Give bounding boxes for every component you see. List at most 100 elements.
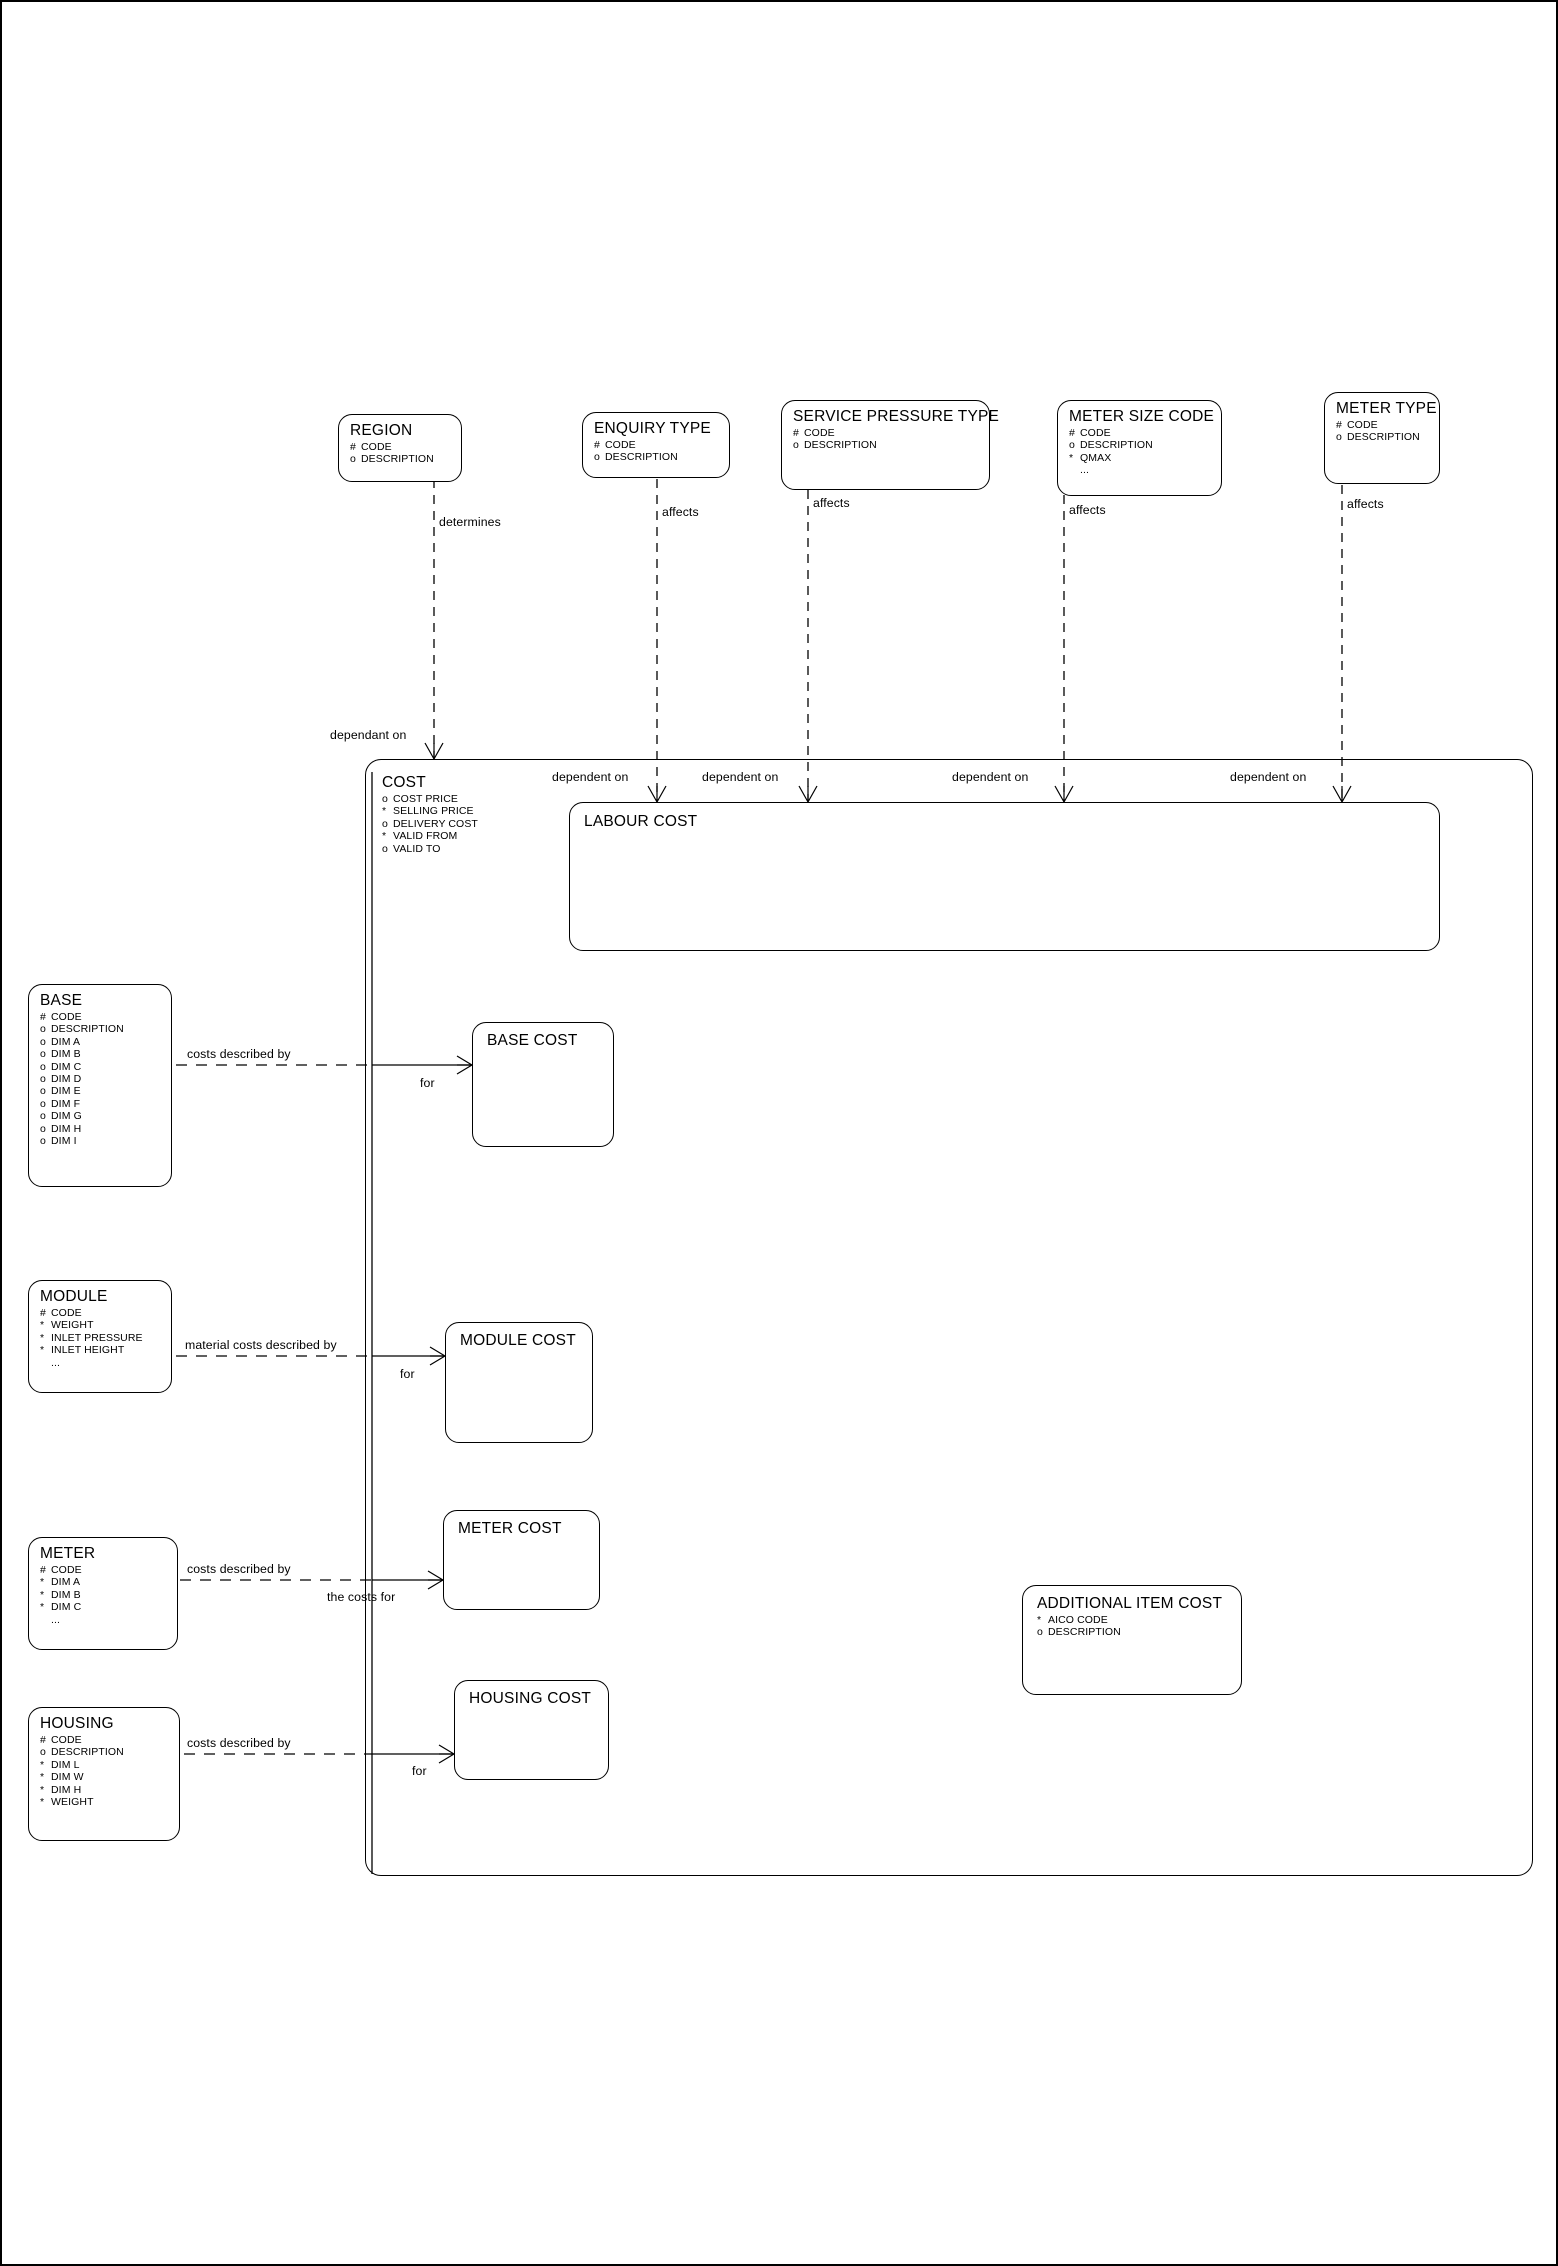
entity-housing-cost[interactable]: HOUSING COST	[454, 1680, 609, 1780]
attribute-row: o DESCRIPTION	[40, 1023, 162, 1035]
attr-label: DESCRIPTION	[51, 1746, 124, 1759]
entity-name: BASE COST	[487, 1032, 578, 1049]
entity-base-cost[interactable]: BASE COST	[472, 1022, 614, 1147]
attr-marker: o	[40, 1746, 46, 1759]
attr-marker: o	[40, 1073, 46, 1086]
attribute-row: *DIM C	[40, 1601, 168, 1613]
attr-marker: o	[382, 842, 388, 855]
attribute-row: #CODE	[40, 1564, 168, 1576]
label-region-determines: determines	[439, 515, 501, 529]
attr-label: DIM G	[51, 1110, 82, 1123]
label-labour-dependent-on-4: dependent on	[1230, 770, 1307, 784]
attribute-row: *DIM A	[40, 1576, 168, 1588]
entity-name: HOUSING	[40, 1715, 114, 1732]
attr-marker: *	[40, 1758, 45, 1771]
attr-label: ...	[1080, 464, 1090, 477]
attr-marker: *	[40, 1588, 45, 1601]
attr-marker: *	[40, 1331, 45, 1344]
attr-label: INLET PRESSURE	[51, 1331, 143, 1344]
attr-marker: o	[1336, 431, 1342, 444]
entity-name: LABOUR COST	[584, 813, 698, 830]
entity-name: METER SIZE CODE	[1069, 408, 1215, 425]
entity-module[interactable]: MODULE #CODE *WEIGHT *INLET PRESSURE *IN…	[28, 1280, 172, 1393]
attr-label: DIM W	[51, 1771, 84, 1784]
label-metersize-affects: affects	[1069, 503, 1106, 517]
entity-meter-cost[interactable]: METER COST	[443, 1510, 600, 1610]
attr-label: DESCRIPTION	[51, 1023, 124, 1036]
attr-label: DIM D	[51, 1073, 82, 1086]
attribute-row: #CODE	[40, 1307, 162, 1319]
entity-meter[interactable]: METER #CODE *DIM A *DIM B *DIM C ...	[28, 1537, 178, 1650]
label-labour-dependent-on-2: dependent on	[702, 770, 779, 784]
attribute-row: *AICO CODE	[1037, 1614, 1232, 1626]
entity-labour-cost[interactable]: LABOUR COST	[569, 802, 1440, 951]
attr-marker: o	[40, 1097, 46, 1110]
attr-label: DIM L	[51, 1758, 80, 1771]
attr-marker: #	[793, 427, 799, 439]
attr-marker: *	[40, 1319, 45, 1332]
attribute-row: ...	[40, 1357, 162, 1369]
attr-label: DESCRIPTION	[605, 451, 678, 464]
attr-marker: *	[40, 1771, 45, 1784]
entity-name: SERVICE PRESSURE TYPE	[793, 408, 1000, 425]
attr-label: CODE	[361, 441, 392, 453]
label-meter-the-costs-for: the costs for	[327, 1590, 396, 1604]
attribute-row: o DIM B	[40, 1048, 162, 1060]
attr-marker: o	[350, 453, 356, 466]
attribute-row: *DIM H	[40, 1784, 170, 1796]
entity-name: HOUSING COST	[469, 1690, 592, 1707]
label-module-material-costs-described-by: material costs described by	[185, 1338, 337, 1352]
attr-marker: *	[1037, 1614, 1042, 1626]
attribute-row: #CODE	[1336, 419, 1430, 431]
attr-marker: #	[40, 1564, 46, 1576]
attribute-row: *WEIGHT	[40, 1319, 162, 1331]
attr-label: ...	[51, 1613, 61, 1626]
attr-marker: o	[40, 1048, 46, 1061]
attr-label: DIM B	[51, 1048, 81, 1061]
attr-marker: #	[1069, 427, 1075, 439]
attr-marker: o	[793, 439, 799, 452]
entity-cost-container[interactable]	[365, 759, 1533, 1876]
label-metertype-affects: affects	[1347, 497, 1384, 511]
attr-marker: o	[1069, 439, 1075, 452]
attr-marker: o	[40, 1023, 46, 1036]
entity-name: METER COST	[458, 1520, 562, 1537]
attribute-row: #CODE	[594, 439, 720, 451]
entity-module-cost[interactable]: MODULE COST	[445, 1322, 593, 1443]
entity-name: REGION	[350, 422, 413, 439]
attr-marker: *	[382, 830, 387, 843]
attribute-row: #CODE	[793, 427, 980, 439]
entity-name: ADDITIONAL ITEM COST	[1037, 1595, 1223, 1612]
attr-label: CODE	[605, 439, 636, 451]
attr-label: DIM B	[51, 1588, 81, 1601]
attribute-row: o DESCRIPTION	[1336, 431, 1430, 443]
attribute-row: * DIM L	[40, 1759, 170, 1771]
attr-label: ...	[51, 1356, 61, 1369]
entity-name: MODULE COST	[460, 1332, 576, 1349]
attr-label: DESCRIPTION	[1347, 431, 1420, 444]
attr-label: DIM A	[51, 1576, 81, 1589]
